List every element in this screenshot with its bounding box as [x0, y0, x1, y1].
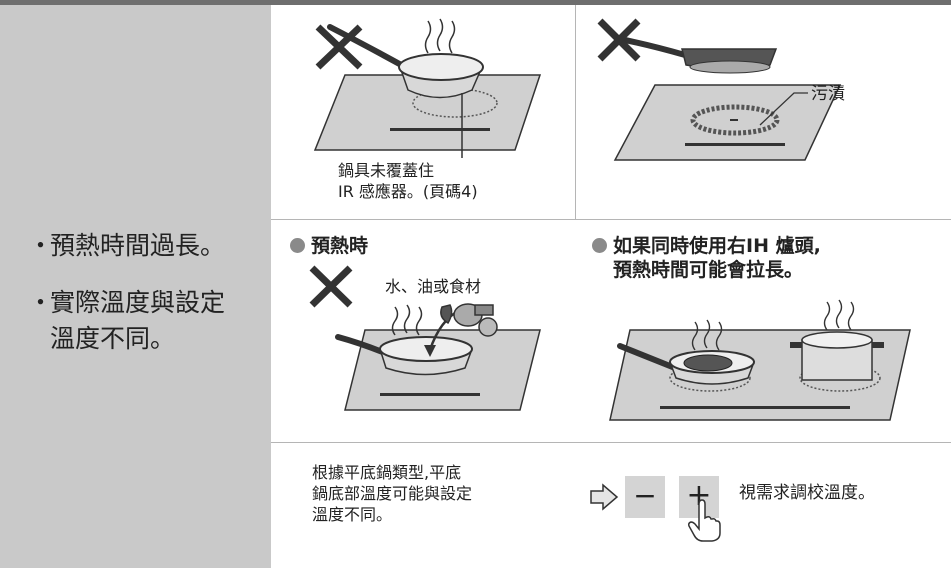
pan-rim: [398, 53, 484, 81]
cooktop-plate: [613, 84, 842, 161]
symptom-1: ・ 預熱時間過長。: [28, 228, 225, 264]
cooktop-control-strip: [390, 128, 490, 131]
pointing-hand-icon: [688, 499, 721, 542]
prohibited-x-icon: [315, 24, 363, 70]
two-burner-cooktop-illustration: [609, 299, 911, 421]
pan-handle: [327, 24, 408, 70]
right-burner-heading-line2: 預熱時間可能會拉長。: [613, 259, 804, 281]
pan-not-covering-sensor-illustration: [313, 18, 542, 158]
stain-label: 污漬: [811, 84, 845, 104]
top-rule: [0, 0, 951, 5]
arrow-right-icon: [590, 483, 619, 511]
steam-icon: [424, 18, 456, 54]
pan-handle: [617, 343, 678, 371]
preheat-heading: 預熱時: [290, 234, 368, 258]
bullet-icon: [592, 238, 607, 253]
row-divider-1: [271, 219, 951, 220]
sensor-caption-line1: 鍋具未覆蓋住: [338, 161, 435, 180]
pan-bottom-stain: [689, 60, 771, 74]
symptom-bullet: ・: [28, 288, 54, 317]
minus-key[interactable]: −: [625, 476, 665, 518]
right-burner-heading-line1: 如果同時使用右IH 爐頭,: [613, 235, 821, 257]
stain-ring: [690, 104, 780, 136]
steak-icon: [683, 354, 733, 372]
prohibited-x-icon: [597, 18, 641, 62]
pan-type-note-line1: 根據平底鍋類型,平底: [312, 463, 462, 482]
stain-mark: [730, 119, 738, 121]
symptom-text-line2: 溫度不同。: [50, 324, 176, 353]
bullet-icon: [290, 238, 305, 253]
pot-rim: [801, 331, 873, 349]
steam-icon: [391, 304, 423, 336]
dirty-cooktop-illustration: [597, 18, 842, 161]
pan-type-note-line2: 鍋底部溫度可能與設定: [312, 484, 473, 503]
right-burner-heading: 如果同時使用右IH 爐頭,: [592, 234, 821, 258]
sensor-caption-line2: IR 感應器。(頁碼4): [338, 182, 478, 201]
cooktop-control-strip: [685, 143, 785, 146]
pan-handle: [617, 36, 688, 58]
minus-key-label: −: [633, 479, 657, 512]
preheat-heading-text: 預熱時: [311, 235, 369, 257]
steam-icon: [691, 299, 855, 351]
arrowhead-icon: [424, 345, 436, 357]
symptom-text-line1: 實際溫度與設定: [50, 288, 226, 317]
pan-type-note-line3: 溫度不同。: [312, 505, 393, 524]
ingredients-icon: [440, 303, 498, 337]
adjust-temperature-text: 視需求調校溫度。: [739, 483, 875, 503]
symptom-text: 預熱時間過長。: [50, 231, 226, 260]
preheat-with-ingredients-illustration: [309, 265, 541, 411]
column-divider: [575, 5, 576, 219]
symptom-bullet: ・: [28, 231, 54, 260]
cooktop-control-strip: [380, 393, 480, 396]
pot-handle-right: [872, 342, 884, 348]
symptom-column: [0, 5, 271, 568]
stain-leader-line: [759, 92, 808, 126]
ingredients-note: 水、油或食材: [385, 277, 482, 296]
row-divider-2: [271, 442, 951, 443]
cooktop-control-strip: [660, 406, 850, 409]
pot-handle-left: [790, 342, 802, 348]
symptom-2: ・ 實際溫度與設定 溫度不同。: [28, 285, 225, 357]
prohibited-x-icon: [309, 265, 353, 308]
